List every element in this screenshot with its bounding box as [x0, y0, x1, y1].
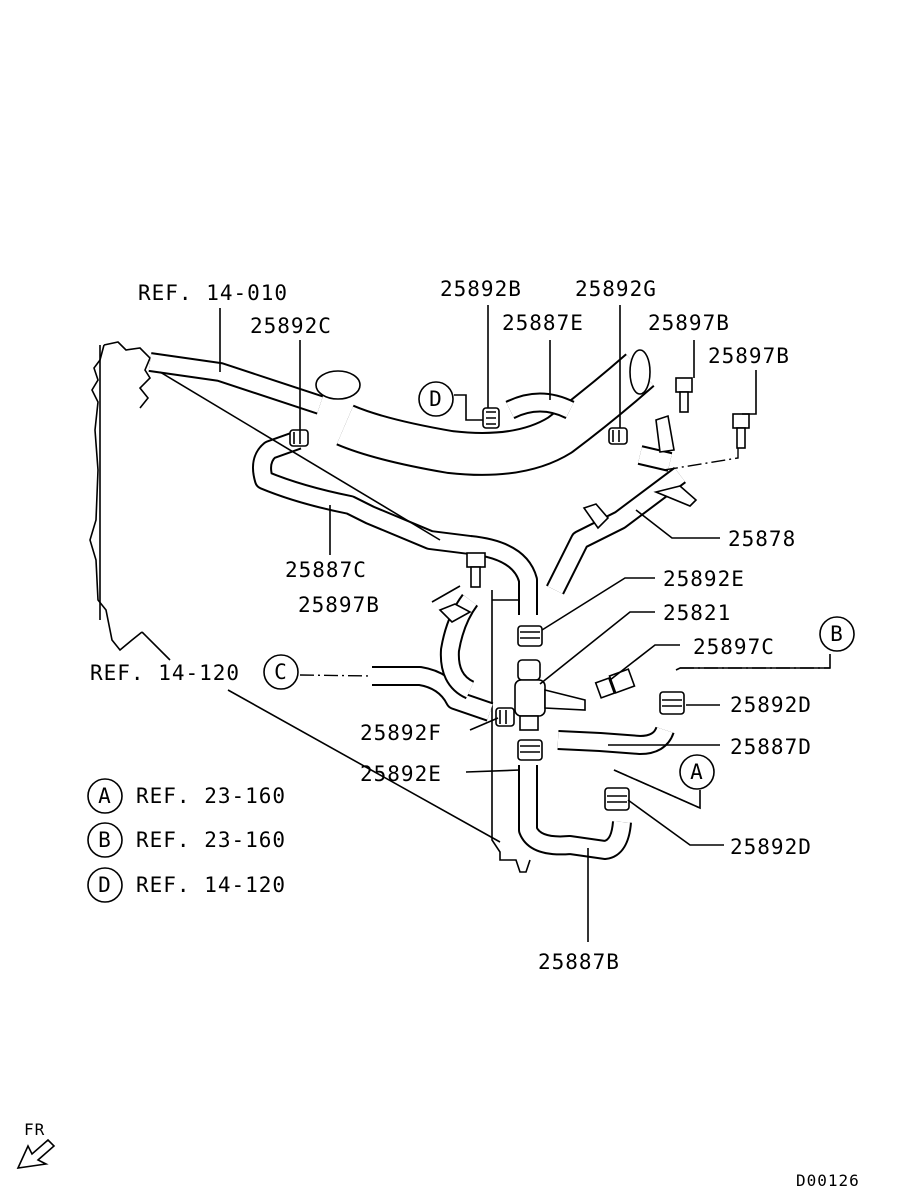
label-25897B-b: 25897B [708, 344, 790, 368]
svg-text:B: B [830, 622, 844, 646]
label-ref-14-120: REF. 14-120 [90, 661, 240, 685]
svg-text:A: A [690, 760, 704, 784]
label-25892D-a: 25892D [730, 693, 812, 717]
label-25892B: 25892B [440, 277, 522, 301]
label-25892E-b: 25892E [360, 762, 442, 786]
label-25887D: 25887D [730, 735, 812, 759]
callout-B: B [819, 616, 855, 652]
engine-block-outline [491, 590, 531, 873]
clamp-25892B [482, 407, 500, 429]
svg-text:REF. 23-160: REF. 23-160 [136, 828, 286, 852]
label-25897B-c: 25897B [298, 593, 380, 617]
label-25892F: 25892F [360, 721, 442, 745]
clamp-25892E-lower [517, 739, 543, 761]
label-25887E: 25887E [502, 311, 584, 335]
clamp-25892C [289, 429, 309, 447]
label-25821: 25821 [663, 601, 731, 625]
upper-radiator-hose [148, 349, 655, 476]
label-25892E-a: 25892E [663, 567, 745, 591]
front-arrow-icon [16, 1138, 56, 1169]
label-25892C: 25892C [250, 314, 332, 338]
label-25897C: 25897C [693, 635, 775, 659]
clamp-25892G [608, 427, 628, 445]
hose-25887D [557, 726, 675, 755]
legend-item-A: A REF. 23-160 [87, 778, 286, 814]
label-25892G: 25892G [575, 277, 657, 301]
clamp-25892F [495, 707, 515, 727]
svg-text:B: B [98, 828, 112, 852]
label-ref-14-010: REF. 14-010 [138, 281, 288, 305]
heater-hose-network [252, 430, 686, 615]
legend: A REF. 23-160 B REF. 23-160 D REF. 14-12… [87, 778, 286, 903]
front-direction-indicator: FR [16, 1120, 56, 1169]
svg-text:D: D [98, 873, 112, 897]
hose-25887B [518, 765, 632, 860]
svg-text:A: A [98, 784, 112, 808]
svg-text:REF. 23-160: REF. 23-160 [136, 784, 286, 808]
bolt-25897B-b [732, 413, 750, 449]
thermostat-housing [514, 659, 586, 731]
legend-item-B: B REF. 23-160 [87, 822, 286, 858]
hose-25887E [505, 392, 575, 420]
figure-code: D00126 [796, 1171, 860, 1187]
label-25892D-b: 25892D [730, 835, 812, 859]
svg-text:REF. 14-120: REF. 14-120 [136, 873, 286, 897]
label-25887B: 25887B [538, 950, 620, 974]
callout-C: C [263, 654, 299, 690]
svg-text:D: D [429, 387, 443, 411]
bolt-25897B-a [675, 377, 693, 413]
label-25897B-a: 25897B [648, 311, 730, 335]
legend-item-D: D REF. 14-120 [87, 867, 286, 903]
label-25887C: 25887C [285, 558, 367, 582]
callout-D: D [418, 381, 454, 417]
callout-A: A [679, 754, 715, 790]
label-25878: 25878 [728, 527, 796, 551]
clamp-25892E-upper [517, 625, 543, 647]
leader-lines [159, 305, 831, 942]
clamp-25892D-upper [659, 691, 685, 715]
radiator-outline [89, 341, 171, 661]
svg-text:C: C [274, 660, 288, 684]
sensor-25897C [594, 668, 636, 699]
dashed-lines [299, 448, 830, 809]
svg-text:FR: FR [24, 1120, 45, 1139]
bolt-25897B-c [466, 552, 486, 588]
clamp-25892D-lower [604, 787, 630, 811]
pipe-C [372, 666, 494, 722]
bracket-25878 [438, 414, 698, 623]
